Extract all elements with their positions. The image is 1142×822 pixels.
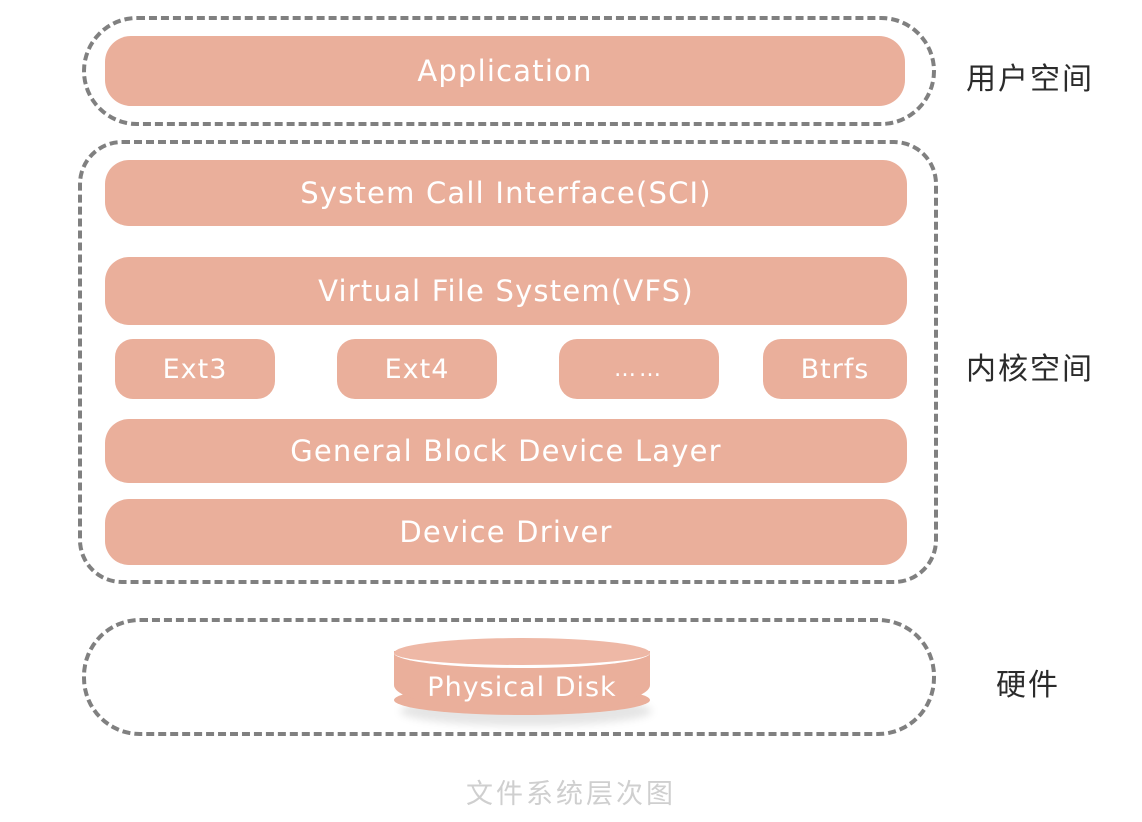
diagram-caption: 文件系统层次图 bbox=[466, 779, 676, 810]
box-more-filesystems[interactable]: …… bbox=[559, 339, 719, 399]
zone-kernel-space bbox=[78, 140, 938, 584]
box-ext4[interactable]: Ext4 bbox=[337, 339, 497, 399]
zone-label-user-space: 用户空间 bbox=[966, 62, 1094, 97]
box-system-call-interface[interactable]: System Call Interface(SCI) bbox=[105, 160, 907, 226]
zone-label-hardware: 硬件 bbox=[996, 668, 1060, 703]
box-application[interactable]: Application bbox=[105, 36, 905, 106]
zone-user-space bbox=[82, 16, 936, 126]
box-physical-disk[interactable]: Physical Disk bbox=[394, 638, 652, 726]
filesystem-row: Ext3 Ext4 …… Btrfs bbox=[105, 339, 907, 399]
zone-label-kernel-space: 内核空间 bbox=[966, 352, 1094, 387]
box-device-driver[interactable]: Device Driver bbox=[105, 499, 907, 565]
zone-hardware bbox=[82, 618, 936, 736]
physical-disk-label: Physical Disk bbox=[427, 672, 617, 703]
box-btrfs[interactable]: Btrfs bbox=[763, 339, 907, 399]
disk-top-ellipse bbox=[394, 638, 650, 668]
box-virtual-file-system[interactable]: Virtual File System(VFS) bbox=[105, 257, 907, 325]
box-general-block-device-layer[interactable]: General Block Device Layer bbox=[105, 419, 907, 483]
box-ext3[interactable]: Ext3 bbox=[115, 339, 275, 399]
